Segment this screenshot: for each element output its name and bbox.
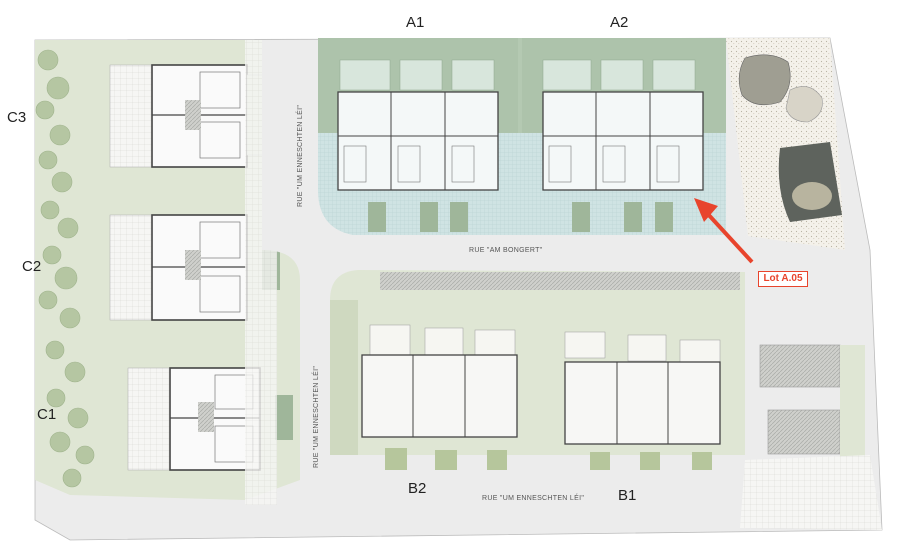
- block-label-c1: C1: [37, 406, 57, 423]
- block-label-a1: A1: [406, 14, 425, 31]
- street-label-enneschten-lei-horizontal: RUE "UM ENNESCHTEN LÉI": [482, 495, 585, 502]
- tree-row-left: [35, 49, 95, 488]
- block-label-c2: C2: [22, 258, 42, 275]
- street-label-am-bongert: RUE "AM BONGERT": [469, 247, 543, 254]
- playground-features: [738, 54, 842, 222]
- street-label-enneschten-lei-top: RUE "UM ENNESCHTEN LÉI": [297, 104, 304, 207]
- block-label-b1: B1: [618, 487, 637, 504]
- street-label-enneschten-lei-bottom: RUE "UM ENNESCHTEN LÉI": [313, 365, 320, 468]
- block-label-a2: A2: [610, 14, 629, 31]
- right-parking: [740, 344, 882, 530]
- lot-arrow: [694, 198, 754, 264]
- lot-callout: Lot A.05: [758, 271, 808, 287]
- b-block: [330, 270, 745, 470]
- block-label-c3: C3: [7, 109, 27, 126]
- a-block: [318, 38, 726, 236]
- block-label-b2: B2: [408, 480, 427, 497]
